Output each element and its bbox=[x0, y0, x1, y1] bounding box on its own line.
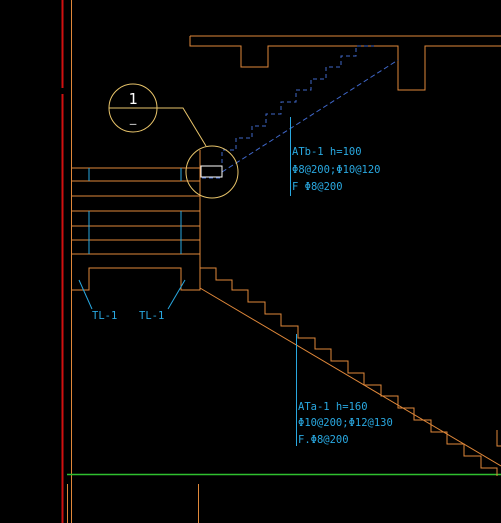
detail-callout-sheet: — bbox=[130, 117, 137, 130]
beam-label-right: TL-1 bbox=[139, 310, 164, 322]
lower-flight-steps bbox=[200, 267, 498, 476]
landing-slab bbox=[72, 150, 201, 268]
landing-rebar-marks bbox=[88, 168, 182, 254]
lower-flight-end bbox=[496, 430, 501, 447]
detail-corner-marker bbox=[200, 165, 223, 178]
upper-flight-label: ATb-1 h=100 bbox=[292, 146, 362, 158]
axis-break-marker bbox=[59, 88, 66, 94]
detail-circle bbox=[185, 145, 239, 199]
beam-leader-left bbox=[78, 279, 93, 310]
upper-flight-hidden-slope bbox=[221, 59, 399, 173]
lower-flight-rebar: Φ10@200;Φ12@130 bbox=[298, 417, 393, 429]
callout-leader bbox=[157, 107, 207, 147]
top-slab-outline bbox=[189, 35, 501, 91]
detail-callout-number: 1 bbox=[128, 90, 137, 108]
lower-flight-distribution: F.Φ8@200 bbox=[298, 434, 349, 446]
landing-beams-outline bbox=[72, 267, 201, 291]
upper-flight-hidden-steps bbox=[202, 45, 374, 179]
lower-flight-label: ATa-1 h=160 bbox=[298, 401, 368, 413]
lower-flight-soffit bbox=[199, 287, 501, 467]
upper-flight-distribution: F Φ8@200 bbox=[292, 181, 343, 193]
beam-label-left: TL-1 bbox=[92, 310, 117, 322]
beam-leader-right bbox=[167, 279, 186, 310]
detail-callout-bubble: 1 — bbox=[108, 83, 158, 133]
upper-flight-rebar: Φ8@200;Φ10@120 bbox=[292, 164, 381, 176]
